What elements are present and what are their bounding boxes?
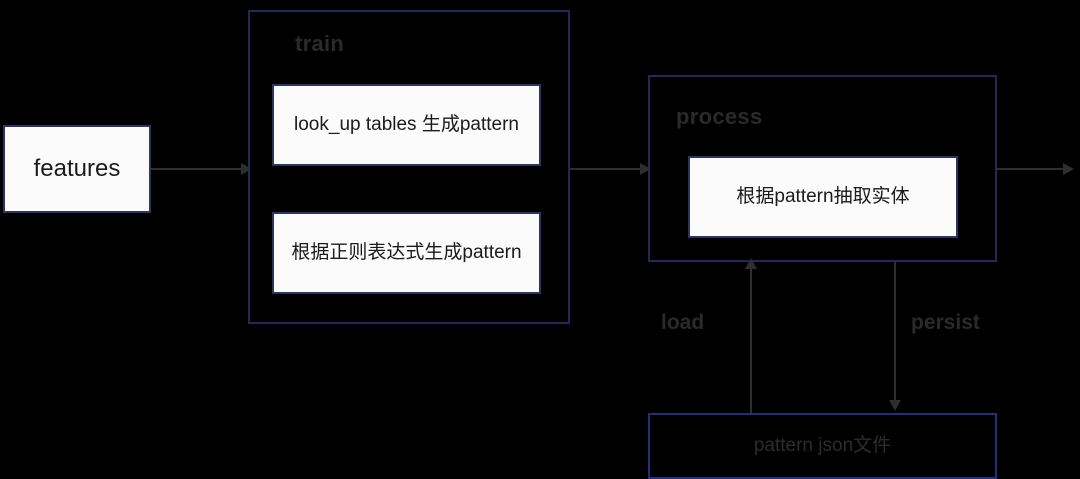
node-process-step-extract[interactable]: 根据pattern抽取实体 <box>688 156 958 238</box>
edge-persist-line <box>894 262 896 402</box>
node-train-step-lookup-label: look_up tables 生成pattern <box>294 113 519 135</box>
edge-load-arrowhead <box>745 258 757 269</box>
node-train-step-lookup[interactable]: look_up tables 生成pattern <box>272 84 541 166</box>
node-train-step-regex[interactable]: 根据正则表达式生成pattern <box>272 212 541 294</box>
edge-persist-arrowhead <box>889 400 901 411</box>
node-process-step-extract-label: 根据pattern抽取实体 <box>736 185 910 207</box>
edge-features-to-train-arrowhead <box>241 163 252 175</box>
node-pattern-json-file-label: pattern json文件 <box>753 434 892 456</box>
node-train-step-regex-label: 根据正则表达式生成pattern <box>291 241 522 263</box>
edge-train-to-process-arrowhead <box>640 163 651 175</box>
edge-load-label: load <box>661 311 705 334</box>
group-process-label: process <box>676 104 763 129</box>
edge-train-to-process <box>570 168 644 170</box>
node-features-label: features <box>33 155 121 182</box>
group-train-label: train <box>295 31 345 56</box>
edge-process-to-output-arrowhead <box>1063 163 1074 175</box>
node-pattern-json-file[interactable]: pattern json文件 <box>648 413 997 479</box>
node-features[interactable]: features <box>3 125 151 213</box>
edge-load-line <box>750 268 752 414</box>
edge-persist-label: persist <box>911 311 980 334</box>
edge-process-to-output <box>997 168 1067 170</box>
edge-features-to-train <box>151 168 244 170</box>
